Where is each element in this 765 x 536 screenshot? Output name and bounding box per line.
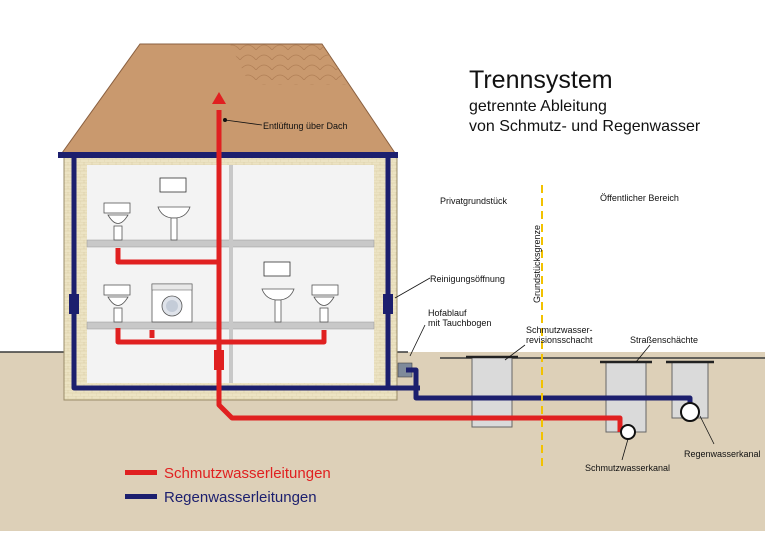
label-yard-drain-1: Hofablauf	[428, 308, 467, 318]
label-street-shafts: Straßenschächte	[630, 335, 698, 345]
title-line1: getrennte Ableitung	[469, 98, 607, 115]
vent-arrow	[212, 92, 226, 104]
leader-lines	[224, 119, 715, 461]
storm-sewer-pipe	[680, 402, 700, 422]
roof-tiles	[230, 44, 350, 85]
sewage-stack	[216, 110, 623, 432]
rain-cleanout-left	[69, 294, 79, 314]
sewage-cleanout	[214, 350, 224, 370]
label-property-boundary: Grundstücksgrenze	[532, 225, 542, 303]
interior-wall	[229, 165, 233, 383]
label-roof-vent: Entlüftung über Dach	[263, 121, 348, 131]
label-public-area: Öffentlicher Bereich	[600, 193, 679, 203]
label-private-property: Privatgrundstück	[440, 196, 508, 206]
label-inspection-shaft-1: Schmutzwasser-	[526, 325, 593, 335]
sink-lower	[261, 261, 295, 323]
label-yard-drain-2: mit Tauchbogen	[428, 318, 491, 328]
rain-cleanout-right	[383, 294, 393, 314]
washing-machine	[151, 283, 193, 323]
toilet-upper	[103, 202, 131, 241]
legend: Schmutzwasserleitungen Regenwasserleitun…	[125, 465, 331, 506]
rain-downpipe-left	[71, 158, 420, 391]
roof	[61, 43, 396, 154]
label-storm-sewer: Regenwasserkanal	[684, 449, 761, 459]
inspection-shaft	[471, 356, 513, 428]
sink-upper	[157, 177, 191, 241]
label-cleanout: Reinigungsöffnung	[430, 274, 505, 284]
title-main: Trennsystem	[469, 66, 613, 94]
toilet-lower-left	[103, 284, 131, 323]
sewage-sewer-pipe	[620, 424, 636, 440]
legend-label-sewage: Schmutzwasserleitungen	[164, 465, 331, 482]
sewage-lower-branch	[115, 328, 327, 345]
title-line2: von Schmutz- und Regenwasser	[469, 118, 701, 135]
legend-label-rain: Regenwasserleitungen	[164, 489, 317, 506]
toilet-lower-right	[311, 284, 339, 323]
legend-swatch-sewage	[125, 470, 157, 475]
gutter	[58, 152, 398, 158]
label-sewage-sewer: Schmutzwasserkanal	[585, 463, 670, 473]
sewage-pipes	[115, 110, 623, 432]
legend-swatch-rain	[125, 494, 157, 499]
sewage-upper-branch	[115, 248, 219, 265]
label-inspection-shaft-2: revisionsschacht	[526, 335, 593, 345]
